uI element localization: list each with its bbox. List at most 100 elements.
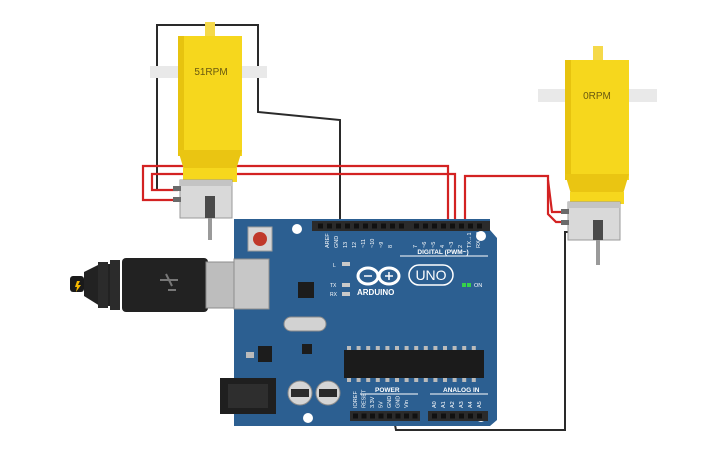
pin-label: A0 — [432, 401, 438, 408]
led-rx — [342, 292, 350, 296]
header-hole[interactable] — [318, 223, 323, 229]
header-hole[interactable] — [468, 413, 473, 419]
pin-label: 8 — [388, 245, 394, 248]
pin-label: A4 — [468, 401, 474, 408]
header-hole[interactable] — [412, 413, 418, 419]
pin-label: A1 — [441, 401, 447, 408]
pin-label: IOREF — [353, 391, 359, 408]
pin-label: A5 — [477, 401, 483, 408]
header-hole[interactable] — [378, 413, 384, 419]
analog-header[interactable] — [428, 411, 488, 421]
pin-label: AREF — [325, 233, 331, 248]
svg-text:TX: TX — [330, 283, 337, 289]
header-hole[interactable] — [477, 413, 482, 419]
header-hole[interactable] — [353, 413, 358, 419]
motor-1-rpm: 51RPM — [194, 67, 227, 78]
reset-button-cap[interactable] — [253, 232, 267, 246]
power-header[interactable] — [350, 411, 420, 421]
crystal — [283, 316, 327, 332]
power-holes — [353, 413, 418, 419]
pin-label: GND — [334, 236, 340, 248]
pin-label: 4 — [440, 245, 446, 248]
header-hole[interactable] — [450, 223, 455, 229]
mount-hole — [476, 231, 486, 241]
header-hole[interactable] — [395, 413, 401, 419]
on-led — [462, 283, 466, 287]
header-hole[interactable] — [327, 223, 332, 229]
pin-label: 7 — [413, 245, 419, 248]
motor-1-terminal-a[interactable] — [173, 186, 181, 191]
header-hole[interactable] — [390, 223, 395, 229]
pin-label: ~9 — [379, 242, 385, 248]
motor-1-shaft-top — [205, 22, 215, 38]
pin-label: 5V — [379, 401, 385, 408]
usb-plug — [122, 258, 208, 312]
pin-label: TX→1 — [467, 232, 473, 248]
pin-label: A2 — [450, 401, 456, 408]
header-hole[interactable] — [432, 223, 437, 229]
motor-1[interactable]: 51RPM — [150, 22, 267, 240]
analog-label: ANALOG IN — [443, 387, 480, 394]
mount-hole — [303, 413, 313, 423]
motor-1-terminal-b[interactable] — [173, 197, 181, 202]
header-hole[interactable] — [370, 413, 375, 419]
pin-label: GND — [387, 396, 393, 408]
mount-hole — [292, 224, 302, 234]
header-hole[interactable] — [381, 223, 386, 229]
usb-cable[interactable] — [70, 258, 259, 312]
motor-2-terminal-a[interactable] — [561, 209, 569, 214]
arduino-infinity-icon — [356, 266, 401, 286]
wire-red-motor2[interactable] — [463, 174, 568, 228]
pin-label: 3.3V — [370, 396, 376, 408]
analog-holes — [432, 413, 482, 419]
motor-1-gearbox — [178, 36, 242, 156]
header-hole[interactable] — [354, 223, 359, 229]
usb-jack — [233, 258, 270, 310]
header-hole[interactable] — [399, 223, 404, 229]
header-hole[interactable] — [414, 223, 419, 229]
regulator — [258, 346, 272, 362]
header-hole[interactable] — [404, 413, 409, 419]
header-hole[interactable] — [345, 223, 350, 229]
motor-2-shaft — [596, 240, 600, 265]
svg-text:RX: RX — [330, 292, 338, 298]
lightning-icon — [75, 281, 81, 292]
motor-2[interactable]: 0RPM — [538, 46, 657, 265]
header-hole[interactable] — [477, 223, 482, 229]
header-hole[interactable] — [363, 223, 368, 229]
header-hole[interactable] — [432, 413, 437, 419]
pin-label: ~6 — [422, 242, 428, 248]
motor-2-rpm: 0RPM — [583, 91, 611, 102]
wire-red-motor1-a[interactable] — [141, 164, 450, 228]
pin-label: Vin — [404, 400, 410, 408]
header-hole[interactable] — [423, 223, 428, 229]
pin-label: 2 — [458, 245, 464, 248]
on-label: ON — [474, 283, 482, 289]
wires — [141, 24, 568, 431]
wire-red-motor1-b[interactable] — [150, 172, 457, 228]
header-hole[interactable] — [372, 223, 377, 229]
header-hole[interactable] — [336, 223, 341, 229]
digital-holes — [318, 223, 482, 229]
header-hole[interactable] — [441, 413, 446, 419]
header-hole[interactable] — [450, 413, 455, 419]
header-hole[interactable] — [459, 223, 464, 229]
pin-label: 13 — [343, 242, 349, 248]
pin-label: ~11 — [361, 239, 367, 248]
svg-text:L: L — [333, 263, 336, 269]
motor-2-terminal-b[interactable] — [561, 220, 569, 225]
model-label: UNO — [415, 267, 446, 283]
pin-label: ~5 — [431, 242, 437, 248]
header-hole[interactable] — [441, 223, 446, 229]
header-hole[interactable] — [468, 223, 473, 229]
header-hole[interactable] — [387, 413, 392, 419]
header-hole[interactable] — [459, 413, 464, 419]
pin-label: ~3 — [449, 242, 455, 248]
chip-pins-top — [347, 346, 476, 382]
header-hole[interactable] — [361, 413, 367, 419]
pin-label: ~10 — [370, 239, 376, 248]
